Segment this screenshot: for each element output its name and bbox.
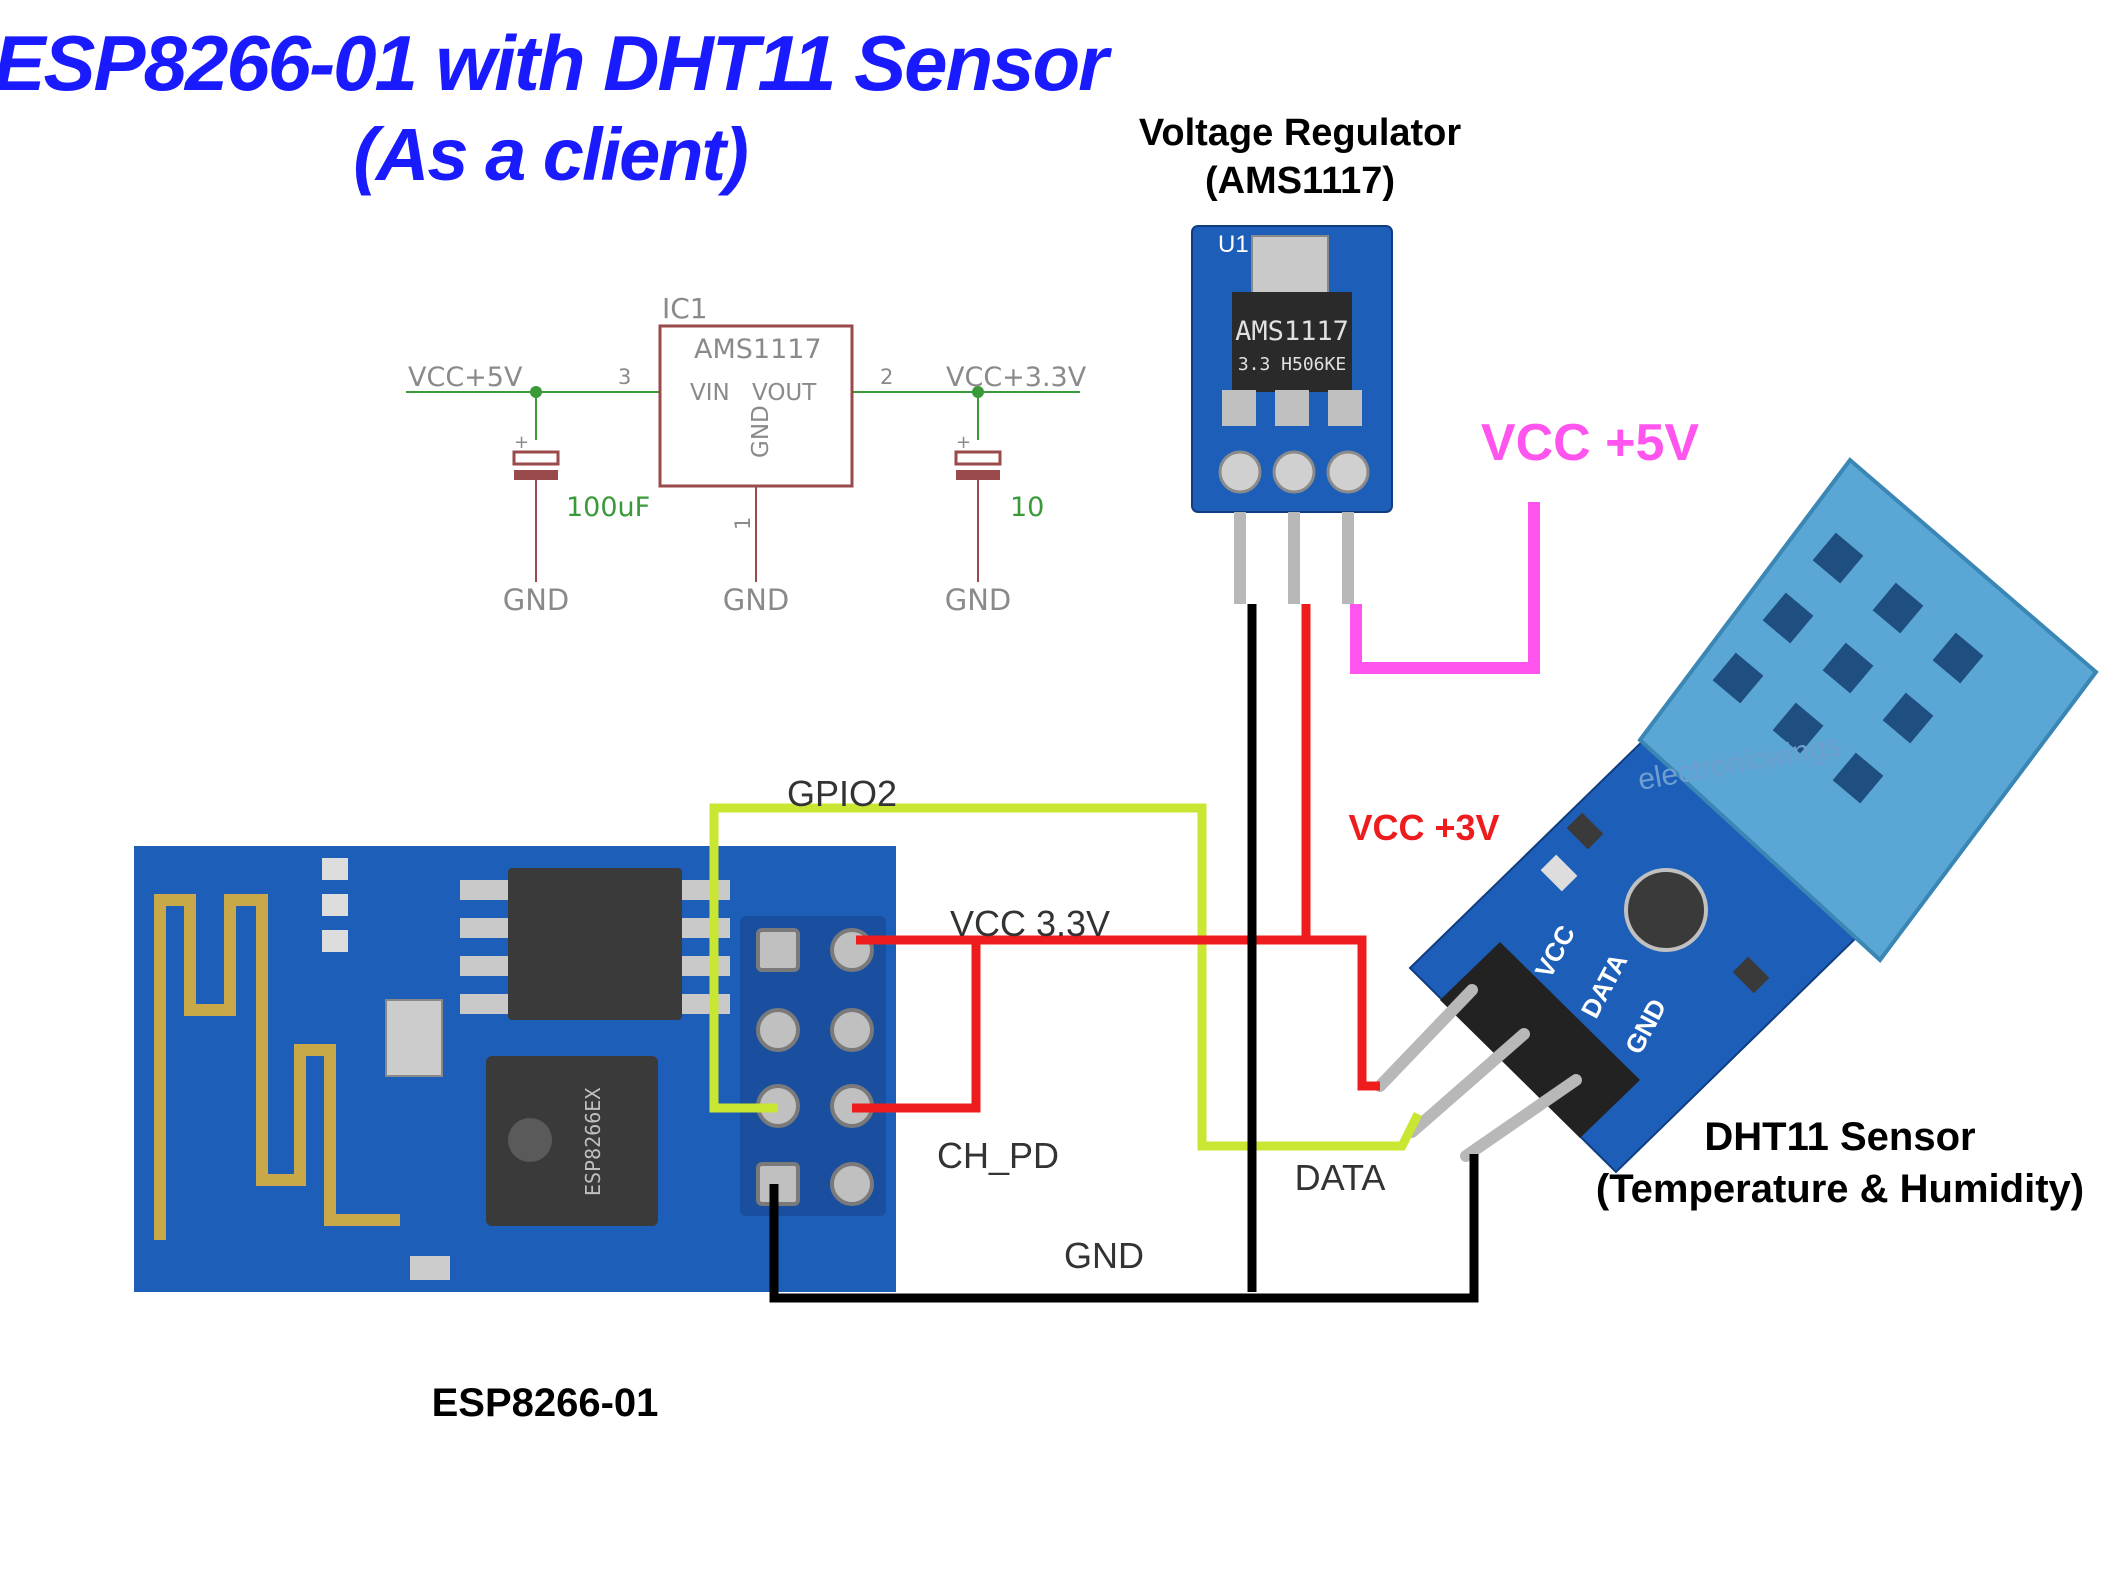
regulator-schematic: IC1 AMS1117 VIN VOUT GND 3 2 1 VCC+5V VC… [406, 292, 1087, 617]
net-label-vcc33v: VCC+3.3V [946, 362, 1087, 393]
ic-ref: IC1 [662, 292, 708, 325]
ic-pin3: 3 [618, 365, 631, 389]
cap-in-value: 100uF [566, 492, 650, 523]
ic-gnd-label: GND [748, 405, 774, 458]
label-gpio2: GPIO2 [787, 773, 897, 814]
sch-gnd-3: GND [945, 583, 1012, 617]
ic-pin2: 2 [880, 365, 893, 389]
wire-ch-pd [852, 940, 981, 1113]
output-capacitor: + [954, 432, 1002, 480]
label-ch-pd: CH_PD [937, 1135, 1059, 1176]
wire-vcc33v-to-dht [1306, 935, 1380, 1091]
wire-gpio2 [709, 803, 1423, 1151]
sch-gnd-1: GND [503, 583, 570, 617]
label-gnd: GND [1064, 1235, 1144, 1276]
esp-chip-text: ESP8266EX [581, 1088, 605, 1196]
regulator-board-label: U1 [1218, 231, 1249, 258]
regulator-chip-text: AMS1117 [1235, 316, 1349, 347]
label-vcc3v: VCC +3V [1348, 807, 1499, 848]
ic-pin1: 1 [731, 517, 755, 530]
esp-label: ESP8266-01 [432, 1381, 659, 1425]
dht-label: DHT11 Sensor [1704, 1115, 1975, 1159]
diagram-title: ESP8266-01 with DHT11 Sensor [0, 19, 1112, 107]
cap-out-plus: + [956, 432, 971, 453]
dht11-module: electronicwings VCC DATA GND [1374, 457, 2099, 1174]
label-data: DATA [1295, 1157, 1386, 1198]
net-label-vcc5v: VCC+5V [408, 362, 523, 393]
label-vcc33v: VCC 3.3V [950, 903, 1110, 944]
wire-vcc5v [1350, 502, 1540, 674]
ic-name: AMS1117 [694, 334, 822, 365]
wire-gnd [769, 1154, 1479, 1303]
label-vcc5v: VCC +5V [1481, 414, 1700, 472]
cap-out-value: 10 [1010, 492, 1044, 523]
diagram-subtitle: (As a client) [353, 113, 747, 196]
ic-vout-label: VOUT [752, 380, 817, 406]
esp8266-module: ESP8266EX [134, 846, 896, 1292]
regulator-chip-code: 3.3 H506KE [1238, 354, 1346, 375]
cap-in-plus: + [514, 432, 529, 453]
input-capacitor: + [512, 432, 560, 480]
wire-vcc33v [856, 604, 1311, 945]
sch-gnd-2: GND [723, 583, 790, 617]
regulator-heading: Voltage Regulator [1139, 112, 1462, 154]
esp-header [740, 916, 886, 1216]
dht-label-detail: (Temperature & Humidity) [1596, 1167, 2084, 1211]
ic-vin-label: VIN [690, 380, 730, 406]
regulator-module: U1 AMS1117 3.3 H506KE [1191, 225, 1393, 604]
regulator-heading-model: (AMS1117) [1205, 160, 1395, 202]
